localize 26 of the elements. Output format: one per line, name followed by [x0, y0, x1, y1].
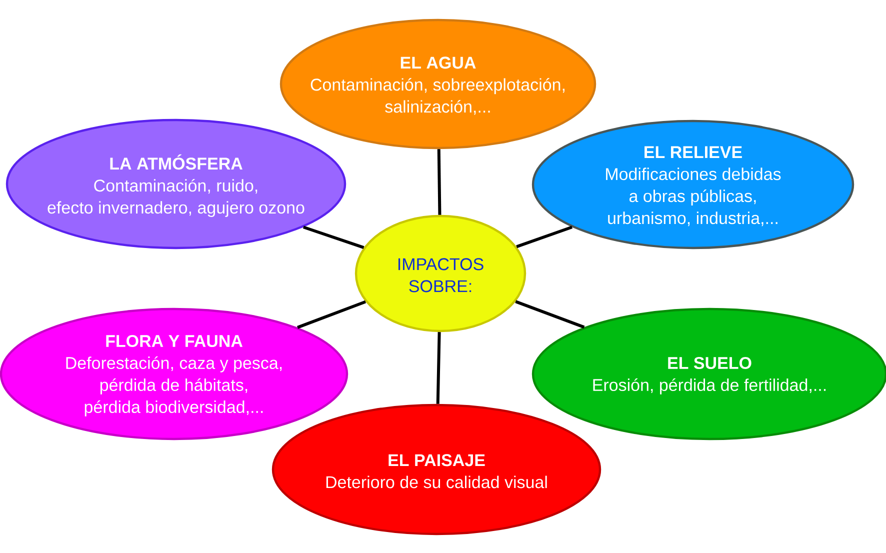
topic-heading: EL SUELO: [668, 357, 752, 370]
connector-line: [297, 300, 366, 329]
connector-line: [302, 226, 364, 249]
topic-heading: FLORA Y FAUNA: [106, 335, 242, 348]
topic-ellipse: [280, 18, 596, 150]
topic-description: Contaminación, ruido, efecto invernadero, agujero ozono: [48, 178, 304, 217]
connector-line: [516, 226, 572, 248]
topic-ellipse: [532, 308, 886, 440]
topic-ellipse: [272, 404, 602, 536]
connector-line: [437, 149, 442, 215]
topic-description: Contaminación, sobreexplotación, salinización,...: [310, 78, 564, 115]
topic-description: Deterioro de su calidad visual: [326, 476, 547, 488]
topic-description: Modificaciones debidas a obras públicas, urbanismo, industria,...: [606, 168, 781, 226]
topic-ellipse: [6, 118, 346, 250]
topic-ellipse: [0, 308, 348, 440]
topic-description: Deforestación, caza y pesca, pérdida de hábitats, pérdida biodiversidad,...: [66, 356, 282, 416]
topic-description: Erosión, pérdida de fertilidad,...: [593, 378, 826, 394]
center-label: IMPACTOS SOBRE:: [398, 258, 484, 292]
topic-heading: LA ATMÓSFERA: [110, 154, 242, 170]
topic-heading: EL AGUA: [400, 56, 476, 69]
connector-line: [436, 332, 441, 404]
center-ellipse: [354, 214, 526, 332]
connector-line: [515, 300, 585, 329]
topic-ellipse: [532, 120, 854, 250]
topic-heading: EL PAISAJE: [388, 454, 485, 466]
topic-heading: EL RELIEVE: [644, 146, 742, 158]
